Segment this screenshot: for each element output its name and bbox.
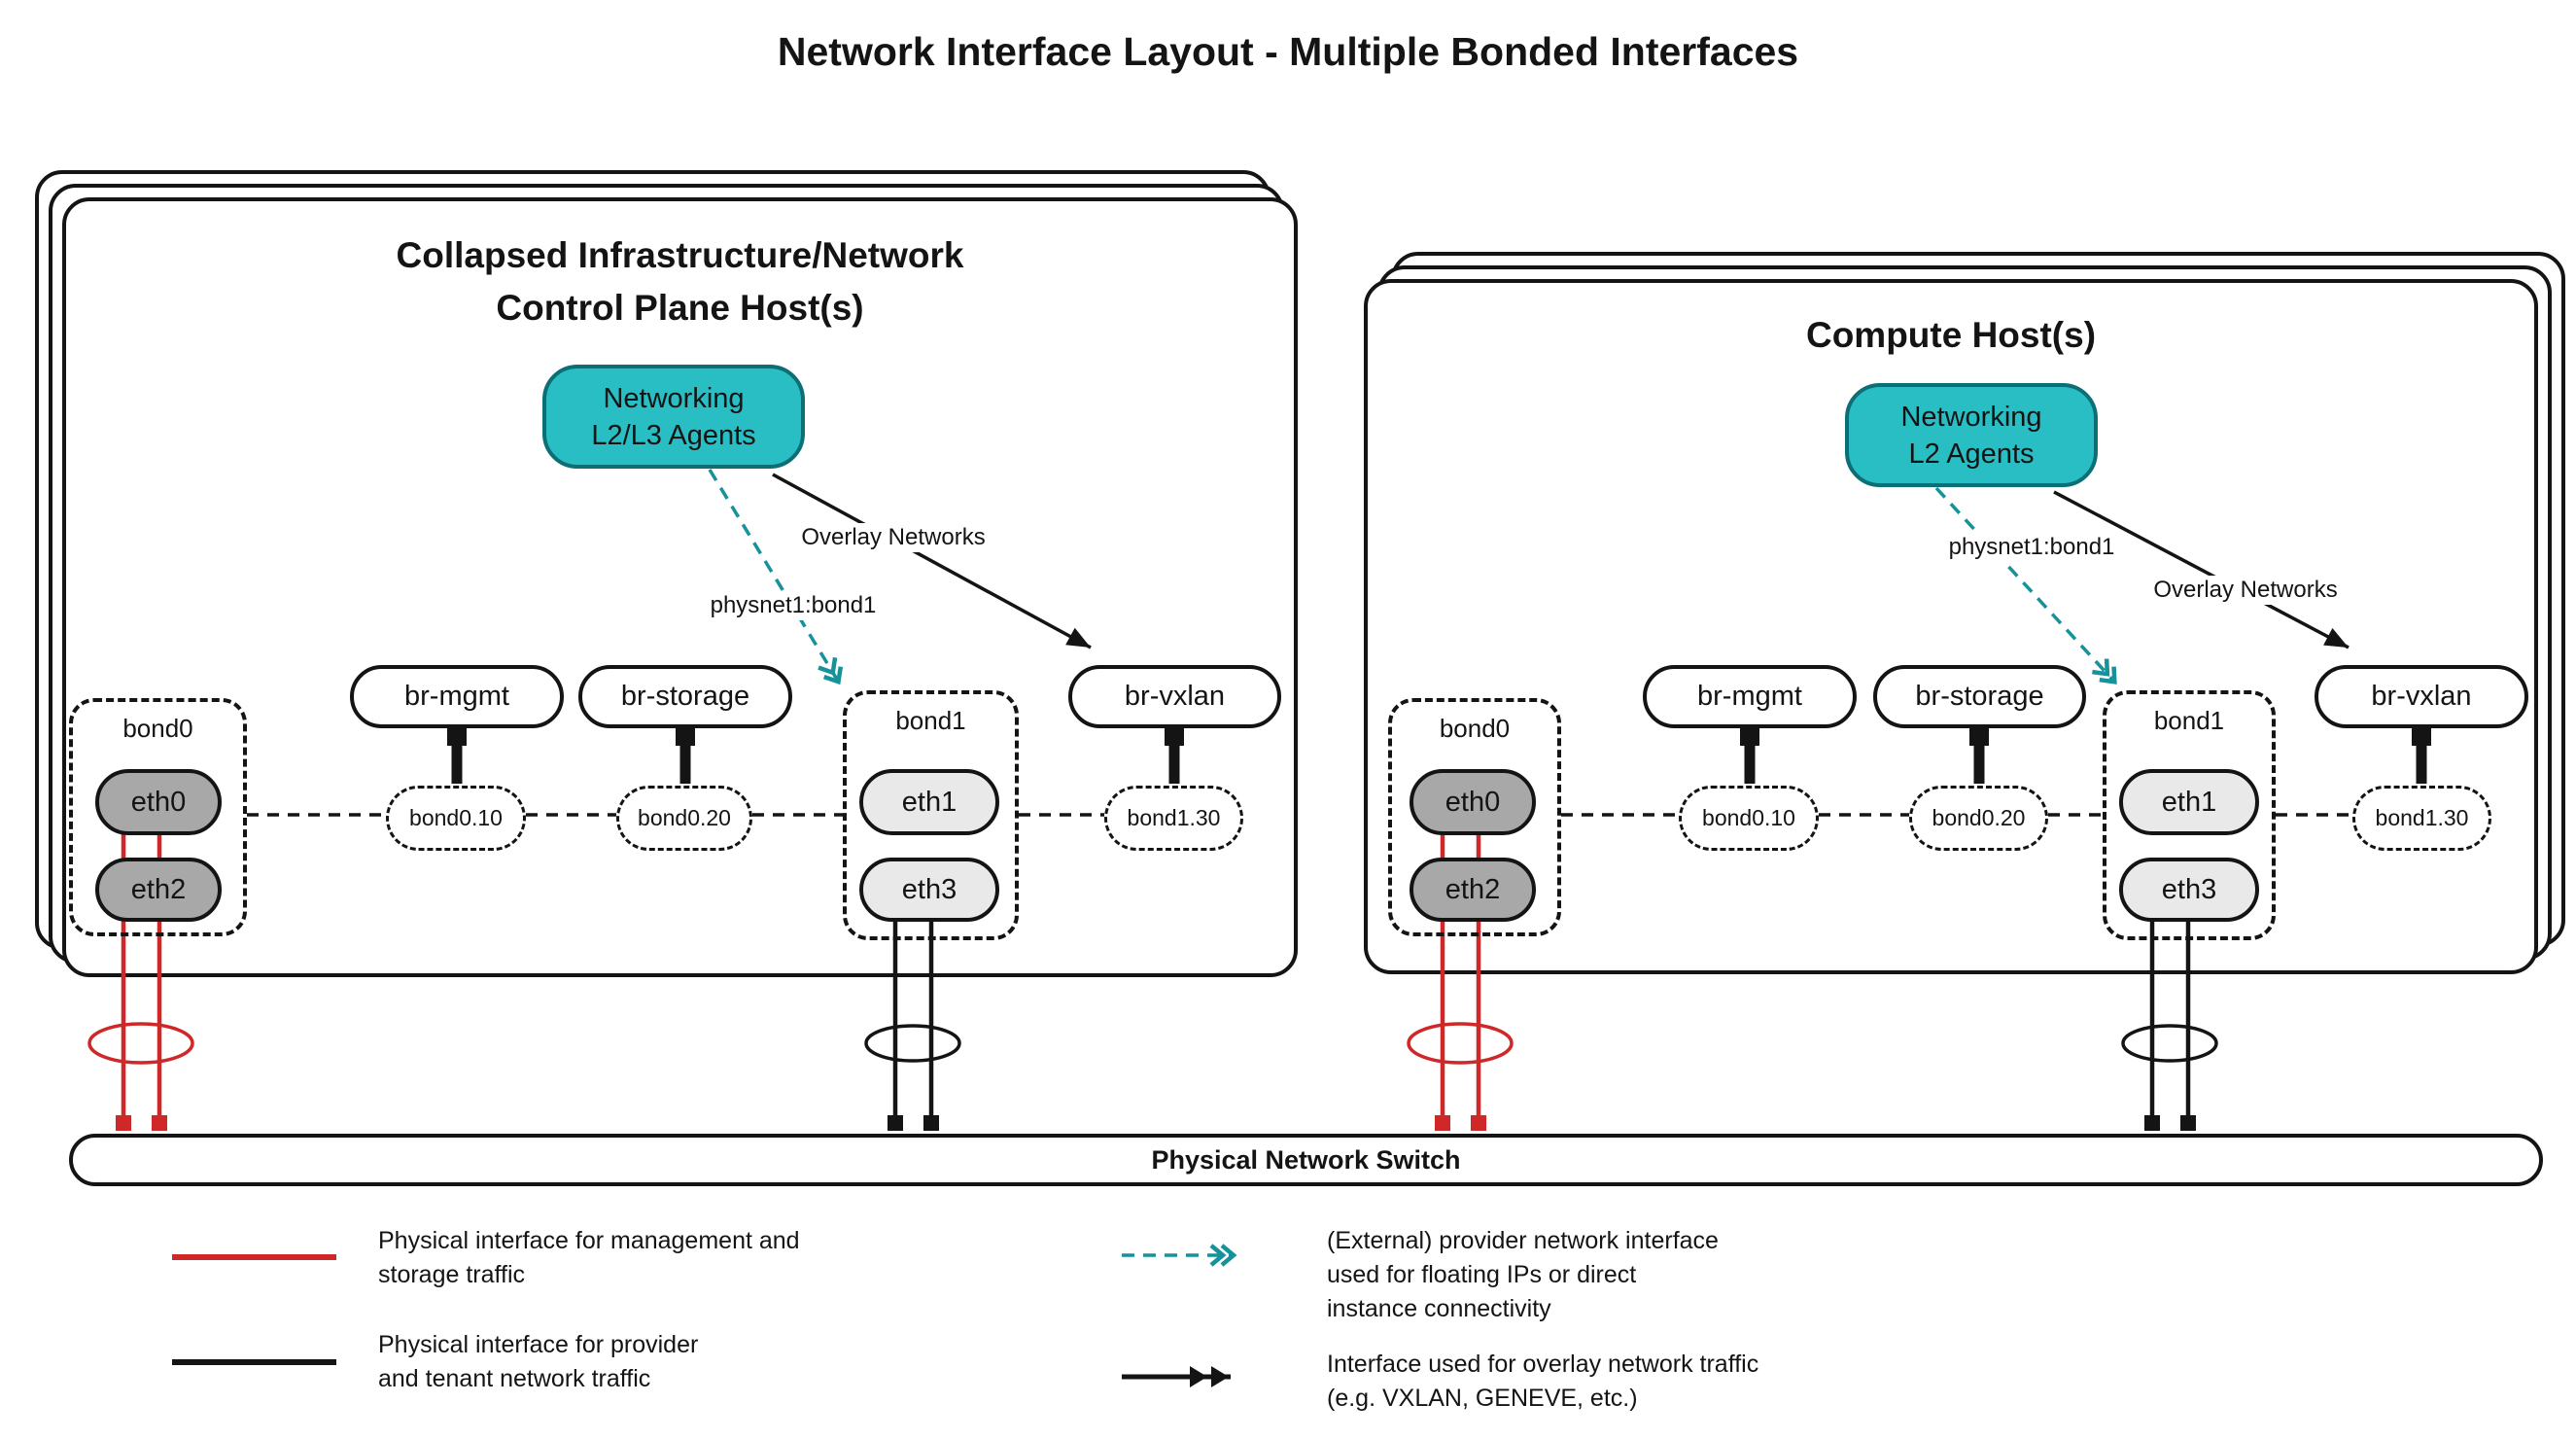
co-bond0-group: bond0: [1388, 698, 1561, 936]
co-bond1-label: bond1: [2153, 706, 2225, 735]
co-black-terminal-1: [2144, 1115, 2160, 1131]
cp-bond1-30-node: bond1.30: [1104, 786, 1243, 851]
legend-external-text: (External) provider network interface us…: [1327, 1224, 1719, 1326]
cp-bond1-group: bond1: [843, 690, 1019, 940]
legend-provider-text: Physical interface for provider and tena…: [378, 1328, 698, 1396]
cp-bond0-group: bond0: [69, 698, 247, 936]
legend-mgmt-text: Physical interface for management and st…: [378, 1224, 800, 1292]
co-physnet-label: physnet1:bond1: [1942, 533, 2121, 562]
cp-eth1-node: eth1: [859, 769, 999, 835]
cp-bond0-label: bond0: [122, 714, 193, 743]
legend-overlay-line1: Interface used for overlay network traff…: [1327, 1351, 1759, 1378]
co-red-terminal-1: [1435, 1115, 1450, 1131]
co-bond0-10-node: bond0.10: [1679, 786, 1819, 851]
co-red-bond-ellipse: [1407, 1022, 1514, 1065]
cp-host-title-line2: Control Plane Host(s): [496, 288, 864, 328]
co-black-terminal-2: [2180, 1115, 2196, 1131]
co-bond0-20-node: bond0.20: [1909, 786, 2048, 851]
co-eth1-node: eth1: [2119, 769, 2259, 835]
cp-host-title: Collapsed Infrastructure/Network Control…: [62, 229, 1298, 334]
cp-eth0-node: eth0: [95, 769, 222, 835]
co-storage-connector-knob: [1969, 726, 1989, 746]
cp-black-terminal-1: [888, 1115, 903, 1131]
co-eth2-node: eth2: [1410, 858, 1536, 922]
cp-bond1-label: bond1: [895, 706, 966, 735]
cp-bond0-10-node: bond0.10: [386, 786, 526, 851]
co-l2-agents-box: Networking L2 Agents: [1845, 383, 2098, 487]
co-bond1-group: bond1: [2103, 690, 2276, 940]
cp-overlay-label: Overlay Networks: [795, 523, 992, 552]
co-host-title: Compute Host(s): [1364, 309, 2538, 362]
co-agent-line1: Networking: [1900, 401, 2042, 433]
cp-storage-connector-knob: [676, 726, 695, 746]
legend-glyphs: [172, 1244, 1237, 1387]
physical-switch-label: Physical Network Switch: [1151, 1144, 1461, 1175]
control-plane-host-box: [62, 197, 1298, 977]
co-bond0-label: bond0: [1439, 714, 1511, 743]
co-eth0-node: eth0: [1410, 769, 1536, 835]
cp-vxlan-connector-knob: [1165, 726, 1184, 746]
cp-host-title-line1: Collapsed Infrastructure/Network: [396, 235, 964, 275]
cp-eth3-node: eth3: [859, 858, 999, 922]
legend-external-line1: (External) provider network interface: [1327, 1227, 1719, 1254]
cp-black-terminal-2: [923, 1115, 939, 1131]
co-mgmt-connector-knob: [1740, 726, 1759, 746]
cp-overlay-arrow: [772, 473, 1092, 649]
legend-mgmt-line2: storage traffic: [378, 1261, 526, 1288]
legend-provider-line1: Physical interface for provider: [378, 1331, 699, 1358]
cp-physnet-label: physnet1:bond1: [704, 591, 883, 620]
co-physnet-arrow: [1934, 486, 2117, 684]
cp-red-bond-ellipse: [87, 1022, 194, 1065]
co-br-vxlan-node: br-vxlan: [2315, 665, 2528, 728]
co-red-terminal-2: [1471, 1115, 1486, 1131]
co-overlay-arrow: [2053, 490, 2350, 649]
cp-br-mgmt-node: br-mgmt: [350, 665, 564, 728]
physical-switch-box: Physical Network Switch: [69, 1134, 2543, 1186]
co-vxlan-connector-knob: [2412, 726, 2431, 746]
co-overlay-label: Overlay Networks: [2147, 576, 2344, 605]
co-host-title-line1: Compute Host(s): [1805, 315, 2097, 355]
cp-mgmt-connector-knob: [447, 726, 467, 746]
cp-red-terminal-2: [152, 1115, 167, 1131]
cp-eth2-node: eth2: [95, 858, 222, 922]
cp-l2l3-agents-box: Networking L2/L3 Agents: [542, 365, 805, 469]
diagram-title: Network Interface Layout - Multiple Bond…: [777, 29, 1799, 74]
legend-overlay-line2: (e.g. VXLAN, GENEVE, etc.): [1327, 1385, 1638, 1412]
cp-red-terminal-1: [116, 1115, 131, 1131]
co-eth3-node: eth3: [2119, 858, 2259, 922]
cp-bond0-20-node: bond0.20: [616, 786, 752, 851]
co-bond1-30-node: bond1.30: [2352, 786, 2491, 851]
co-black-bond-ellipse: [2121, 1024, 2218, 1063]
co-br-storage-node: br-storage: [1873, 665, 2086, 728]
legend-overlay-text: Interface used for overlay network traff…: [1327, 1348, 1758, 1416]
cp-br-storage-node: br-storage: [578, 665, 792, 728]
co-agent-line2: L2 Agents: [1908, 438, 2035, 470]
legend-external-line3: instance connectivity: [1327, 1295, 1551, 1322]
cp-black-bond-ellipse: [864, 1024, 961, 1063]
cp-br-vxlan-node: br-vxlan: [1068, 665, 1281, 728]
co-br-mgmt-node: br-mgmt: [1643, 665, 1857, 728]
legend-external-line2: used for floating IPs or direct: [1327, 1261, 1637, 1288]
legend-mgmt-line1: Physical interface for management and: [378, 1227, 800, 1254]
legend-provider-line2: and tenant network traffic: [378, 1365, 651, 1392]
cp-agent-line1: Networking: [603, 382, 745, 414]
cp-agent-line2: L2/L3 Agents: [591, 419, 756, 451]
